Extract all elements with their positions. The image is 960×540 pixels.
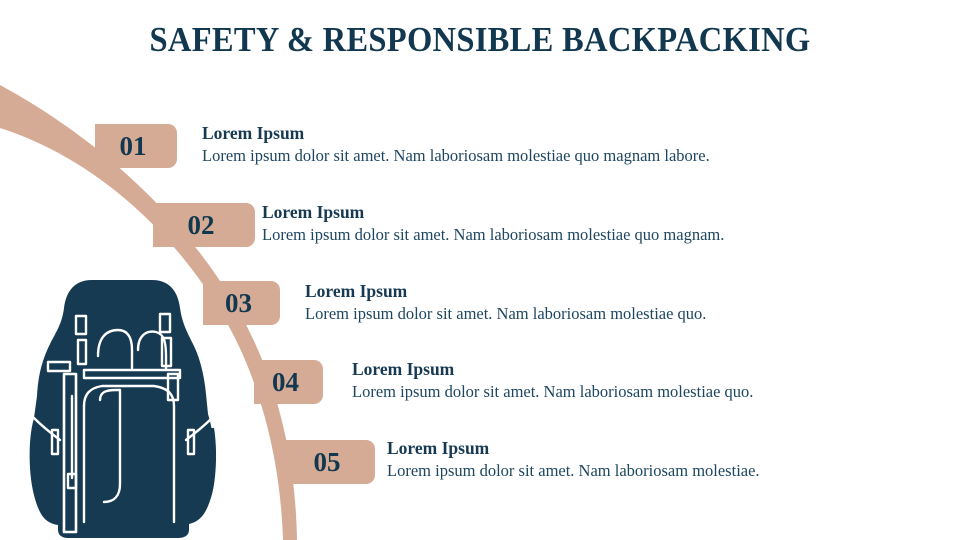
step-text-block: Lorem Ipsum Lorem ipsum dolor sit amet. …	[202, 123, 710, 167]
step-body: Lorem ipsum dolor sit amet. Nam laborios…	[262, 225, 725, 244]
step-body: Lorem ipsum dolor sit amet. Nam laborios…	[202, 146, 710, 165]
step-number-badge: 02	[153, 203, 255, 247]
step-body: Lorem ipsum dolor sit amet. Nam laborios…	[387, 461, 760, 480]
step-number-badge: 05	[285, 440, 375, 484]
step-text-block: Lorem Ipsum Lorem ipsum dolor sit amet. …	[305, 281, 706, 325]
step-heading: Lorem Ipsum	[202, 123, 305, 143]
step-body: Lorem ipsum dolor sit amet. Nam laborios…	[305, 304, 707, 323]
step-text-block: Lorem Ipsum Lorem ipsum dolor sit amet. …	[262, 202, 724, 246]
step-number-badge: 01	[95, 124, 177, 168]
backpack-body	[29, 280, 217, 538]
step-text-block: Lorem Ipsum Lorem ipsum dolor sit amet. …	[352, 359, 753, 403]
step-heading: Lorem Ipsum	[352, 359, 455, 379]
step-text-block: Lorem Ipsum Lorem ipsum dolor sit amet. …	[387, 438, 760, 482]
step-heading: Lorem Ipsum	[387, 438, 490, 458]
step-body: Lorem ipsum dolor sit amet. Nam laborios…	[352, 382, 754, 401]
step-number-badge: 03	[203, 281, 280, 325]
step-number-badge: 04	[254, 360, 323, 404]
page-title: SAFETY & RESPONSIBLE BACKPACKING	[149, 20, 811, 59]
backpack-detail-lines	[32, 312, 214, 534]
backpack-illustration	[29, 280, 217, 538]
step-heading: Lorem Ipsum	[305, 281, 408, 301]
step-heading: Lorem Ipsum	[262, 202, 365, 222]
